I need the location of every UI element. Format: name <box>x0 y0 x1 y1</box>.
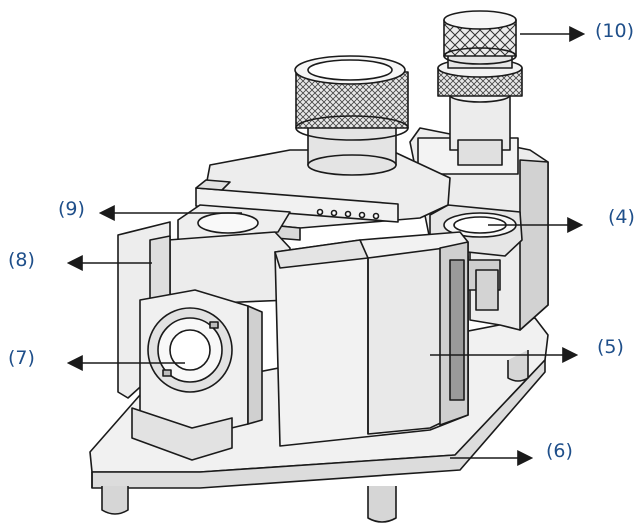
label-6: (6) <box>546 440 573 462</box>
label-8: (8) <box>8 249 35 271</box>
hexagonal-housing <box>274 231 469 447</box>
label-9: (9) <box>58 198 85 220</box>
center-knob <box>294 55 409 176</box>
support-feet <box>101 350 529 523</box>
slider-rail <box>195 179 399 223</box>
side-bracket <box>475 269 499 311</box>
front-mount <box>131 289 263 461</box>
top-knob-assembly <box>437 10 523 166</box>
label-7: (7) <box>8 347 35 369</box>
left-block-top <box>167 204 291 306</box>
label-4: (4) <box>608 206 635 228</box>
label-5: (5) <box>597 336 624 358</box>
label-10: (10) <box>595 20 635 42</box>
callout-arrows <box>66 26 586 466</box>
